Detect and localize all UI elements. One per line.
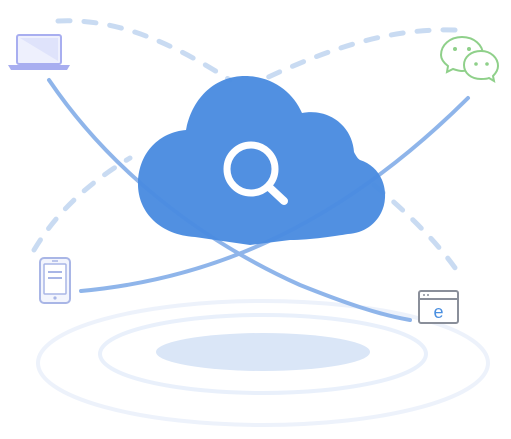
search-handle [265, 183, 288, 205]
search-icon [223, 141, 288, 205]
dashed-orbits [31, 18, 463, 278]
laptop-base [8, 65, 70, 70]
wechat-dots [453, 47, 489, 66]
cloud-shape [137, 76, 386, 245]
cloud-icon [137, 76, 386, 245]
browser-window-icon: e [418, 290, 459, 324]
browser-dot [427, 294, 429, 296]
dashed-arc-right [371, 182, 463, 278]
wechat-chat-icon [439, 35, 500, 84]
browser-dot [423, 294, 425, 296]
wechat-bubble-front [462, 49, 500, 84]
link-laptop-to-browser [47, 78, 412, 322]
dashed-arc-left [31, 155, 133, 253]
browser-logo-glyph: e [433, 302, 443, 322]
laptop-screen-shine [20, 38, 58, 61]
dashed-arc-top-left [55, 18, 233, 83]
platform-ellipse [156, 333, 370, 371]
laptop-icon [8, 34, 70, 70]
middle-ring [98, 313, 428, 395]
dashed-arc-top-right [259, 27, 458, 83]
outer-ring [36, 299, 490, 427]
smartphone-icon [39, 257, 71, 304]
search-lens [223, 141, 279, 197]
phone-home-button [53, 296, 57, 300]
base-platform [36, 299, 490, 427]
